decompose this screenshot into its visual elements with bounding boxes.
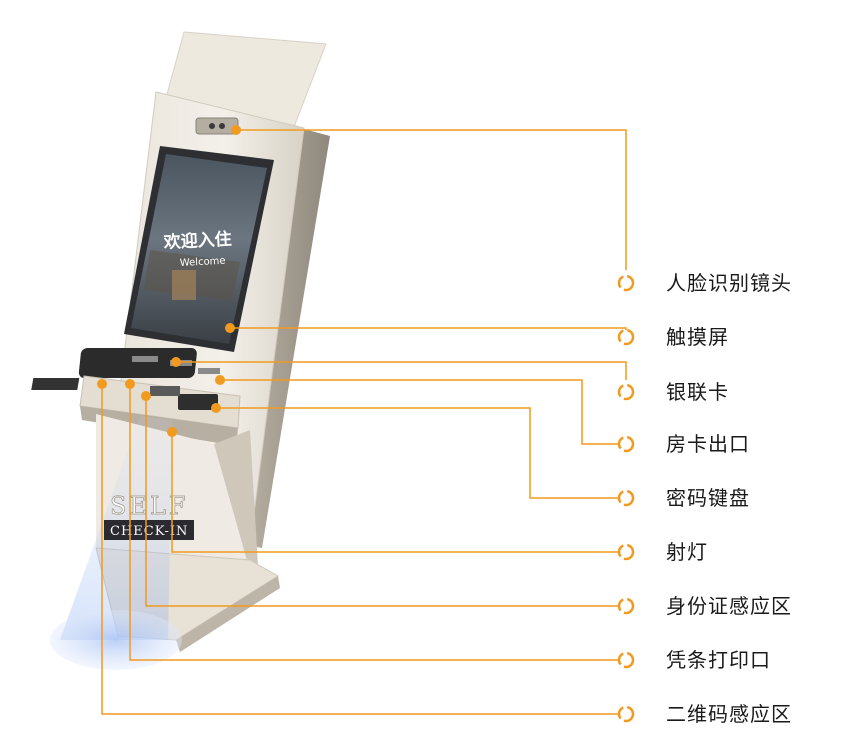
front-panel-bottom: CHECK-IN	[110, 524, 188, 539]
ring-marker-icon	[617, 328, 635, 346]
leader-line	[236, 129, 627, 270]
anchor-dot	[141, 391, 151, 401]
callout-label: 触摸屏	[666, 325, 729, 349]
leader-line	[176, 361, 627, 380]
callout-label: 密码键盘	[666, 486, 750, 510]
screen-subtitle: Welcome	[180, 256, 226, 269]
ring-marker-icon	[617, 543, 635, 561]
keypad	[178, 394, 218, 410]
ring-marker-icon	[617, 274, 635, 292]
card-slot-panel	[78, 348, 197, 378]
ring-marker-icon	[617, 705, 635, 723]
leader-line	[220, 379, 620, 445]
screen-title: 欢迎入住	[162, 228, 232, 253]
leader-line	[129, 384, 620, 661]
leader-line	[216, 407, 620, 499]
anchor-dot	[215, 375, 225, 385]
callout-leaders	[101, 129, 627, 715]
anchor-dot	[125, 379, 135, 389]
ring-marker-icon	[617, 489, 635, 507]
callout-label: 房卡出口	[666, 432, 750, 456]
callout-markers	[97, 125, 635, 723]
leader-line	[101, 384, 620, 715]
anchor-dot	[231, 125, 241, 135]
anchor-dot	[171, 357, 181, 367]
callout-label: 人脸识别镜头	[666, 271, 792, 295]
ring-marker-icon	[617, 435, 635, 453]
touch-screen	[131, 154, 267, 344]
anchor-dot	[97, 379, 107, 389]
callout-label: 二维码感应区	[666, 702, 792, 726]
ring-marker-icon	[617, 383, 635, 401]
callout-label: 银联卡	[666, 380, 729, 404]
anchor-dot	[225, 323, 235, 333]
anchor-dot	[167, 427, 177, 437]
anchor-dot	[211, 403, 221, 413]
floor-spot	[50, 610, 182, 670]
leader-line	[145, 396, 620, 607]
ring-marker-icon	[617, 651, 635, 669]
kiosk-illustration: 欢迎入住 Welcome SELF CHECK-IN	[31, 31, 330, 670]
leader-line	[171, 432, 620, 553]
callout-label: 射灯	[666, 540, 708, 564]
front-panel-top: SELF	[110, 492, 189, 520]
callout-label: 身份证感应区	[666, 594, 792, 618]
callout-label: 凭条打印口	[666, 648, 771, 672]
ring-marker-icon	[617, 597, 635, 615]
